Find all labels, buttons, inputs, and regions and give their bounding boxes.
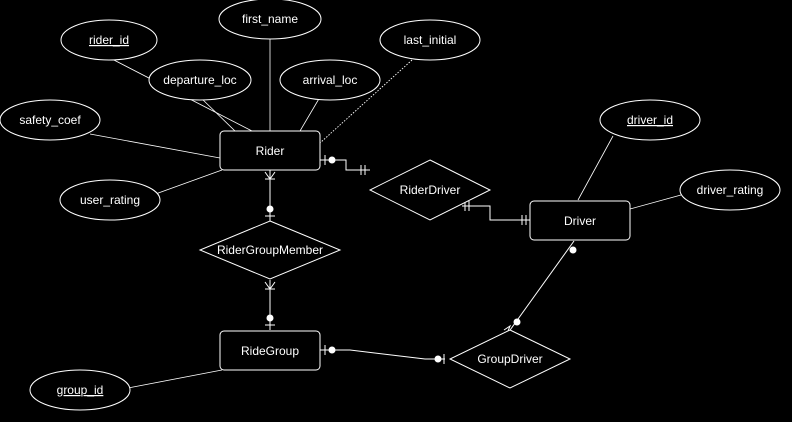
attribute-driver-rating-label: driver_rating xyxy=(697,183,764,197)
attribute-group-id[interactable]: group_id xyxy=(29,369,131,411)
entity-ridegroup-label: RideGroup xyxy=(241,344,299,358)
entity-driver-label: Driver xyxy=(564,214,596,228)
line-arrival-loc xyxy=(299,96,321,132)
attribute-user-rating-ellipse xyxy=(59,179,161,221)
attribute-user-rating-label: user_rating xyxy=(80,193,140,207)
attribute-safety-coef[interactable]: safety_coef xyxy=(0,99,101,141)
edge-ridegroup-groupdriver xyxy=(320,349,445,360)
entity-rider-box xyxy=(219,130,321,171)
relationship-riderdriver[interactable]: RiderDriver xyxy=(368,159,492,221)
edge-rider-riderdriver xyxy=(320,159,370,171)
relationship-riderdriver-diamond xyxy=(368,159,492,221)
entity-ridegroup-box xyxy=(219,330,321,371)
cardinality-markers xyxy=(264,155,577,364)
line-driver-rating xyxy=(629,194,682,210)
attribute-driver-rating-ellipse xyxy=(679,169,781,211)
line-user-rating xyxy=(149,169,223,197)
marker-dot-rider-rd xyxy=(328,156,336,164)
attribute-driver-rating[interactable]: driver_rating xyxy=(679,169,781,211)
relationship-riderdriver-label: RiderDriver xyxy=(400,183,461,197)
attribute-last-initial-ellipse xyxy=(379,19,481,61)
attribute-rider-id-ellipse xyxy=(60,19,158,61)
attribute-group-id-ellipse xyxy=(29,369,131,411)
attribute-departure-loc-ellipse xyxy=(148,59,252,101)
relationship-ridergroupmember-label: RiderGroupMember xyxy=(217,243,323,257)
relationship-groupdriver-diamond xyxy=(448,329,572,389)
driver-attribute-lines xyxy=(577,135,682,210)
marker-dot-ridegroup-top xyxy=(266,314,274,322)
entity-rider[interactable]: Rider xyxy=(219,130,321,171)
attribute-driver-id-label: driver_id xyxy=(627,113,673,127)
edge-riderdriver-driver xyxy=(462,205,530,221)
attribute-driver-id[interactable]: driver_id xyxy=(599,99,701,141)
attribute-departure-loc-label: departure_loc xyxy=(163,73,236,87)
line-group-id xyxy=(127,369,223,389)
attribute-arrival-loc-ellipse xyxy=(279,59,381,101)
attribute-last-initial[interactable]: last_initial xyxy=(379,19,481,61)
attribute-safety-coef-label: safety_coef xyxy=(19,113,81,127)
marker-dot-groupdriver-left xyxy=(434,355,442,363)
rider-attribute-lines xyxy=(89,38,413,197)
edge-groupdriver-driver xyxy=(507,240,575,334)
attribute-driver-id-ellipse xyxy=(599,99,701,141)
line-departure-loc xyxy=(199,96,236,132)
marker-dot-ridegroup-right xyxy=(328,346,336,354)
entity-driver-box xyxy=(529,200,631,241)
attribute-arrival-loc-label: arrival_loc xyxy=(303,73,358,87)
attribute-last-initial-label: last_initial xyxy=(404,33,457,47)
relationship-ridergroupmember-diamond xyxy=(198,220,342,280)
entity-rider-label: Rider xyxy=(256,144,285,158)
relationship-groupdriver[interactable]: GroupDriver xyxy=(448,329,572,389)
relationship-ridergroupmember[interactable]: RiderGroupMember xyxy=(198,220,342,280)
attribute-rider-id[interactable]: rider_id xyxy=(60,19,158,61)
line-driver-id xyxy=(577,135,614,201)
attribute-first-name[interactable]: first_name xyxy=(218,0,322,40)
attribute-safety-coef-ellipse xyxy=(0,99,101,141)
attribute-first-name-label: first_name xyxy=(242,12,298,26)
relationship-groupdriver-label: GroupDriver xyxy=(477,352,542,366)
entity-ridegroup[interactable]: RideGroup xyxy=(219,330,321,371)
line-safety-coef xyxy=(89,133,221,159)
attribute-rider-id-label: rider_id xyxy=(89,33,129,47)
attribute-arrival-loc[interactable]: arrival_loc xyxy=(279,59,381,101)
marker-dot-rgm-top xyxy=(266,205,274,213)
line-last-initial xyxy=(319,59,413,144)
attribute-group-id-label: group_id xyxy=(57,383,104,397)
marker-dot-groupdriver-top xyxy=(513,318,521,326)
attribute-user-rating[interactable]: user_rating xyxy=(59,179,161,221)
entity-driver[interactable]: Driver xyxy=(529,200,631,241)
attribute-first-name-ellipse xyxy=(218,0,322,40)
marker-dot-driver-bottom xyxy=(569,246,577,254)
attribute-departure-loc[interactable]: departure_loc xyxy=(148,59,252,101)
